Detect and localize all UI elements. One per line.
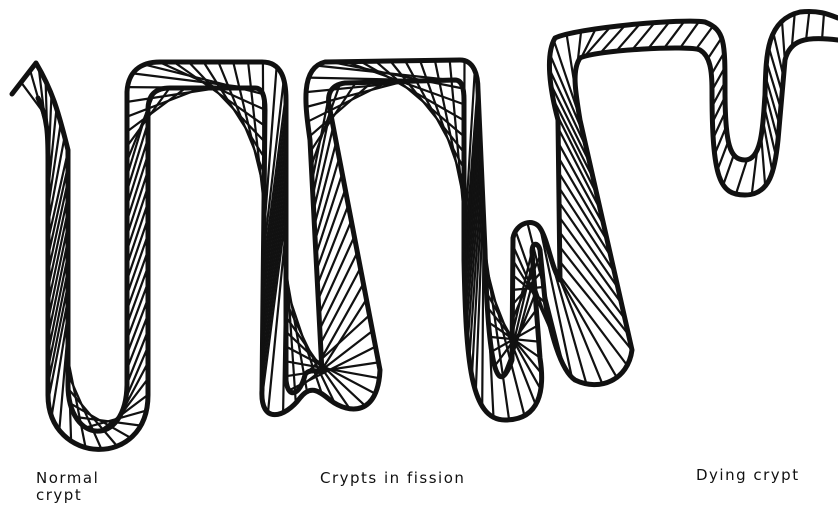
cell-wall	[708, 38, 722, 59]
cell-wall	[696, 26, 713, 49]
cell-wall	[769, 47, 782, 93]
cell-wall	[263, 62, 264, 222]
label-crypts-in-fission: Crypts in fission	[320, 470, 465, 487]
epithelium-inner-edge	[38, 39, 838, 450]
cell-walls	[21, 12, 824, 450]
cell-wall	[127, 267, 148, 325]
cell-wall	[482, 218, 483, 406]
cell-wall	[127, 283, 148, 340]
cell-wall	[204, 62, 265, 158]
cell-wall	[761, 136, 765, 186]
cell-wall	[680, 21, 699, 48]
label-normal-crypt-line2: crypt	[36, 487, 99, 504]
cell-wall	[806, 12, 809, 40]
cell-wall	[822, 13, 824, 39]
cell-wall	[321, 300, 367, 372]
cell-wall	[127, 315, 148, 369]
cell-wall	[464, 61, 465, 233]
cell-wall	[736, 160, 747, 194]
label-normal-crypt-line1: Normal	[36, 470, 99, 487]
cell-wall	[311, 84, 340, 166]
cell-wall	[723, 155, 734, 185]
label-normal-crypt: Normal crypt	[36, 470, 99, 504]
cell-wall	[218, 62, 264, 174]
label-dying-crypt: Dying crypt	[696, 467, 800, 484]
cell-wall	[127, 251, 148, 310]
cell-wall	[361, 62, 464, 121]
cell-wall	[782, 21, 785, 61]
cell-wall	[127, 299, 148, 354]
epithelial-lining	[12, 11, 838, 449]
cell-wall	[127, 331, 148, 384]
